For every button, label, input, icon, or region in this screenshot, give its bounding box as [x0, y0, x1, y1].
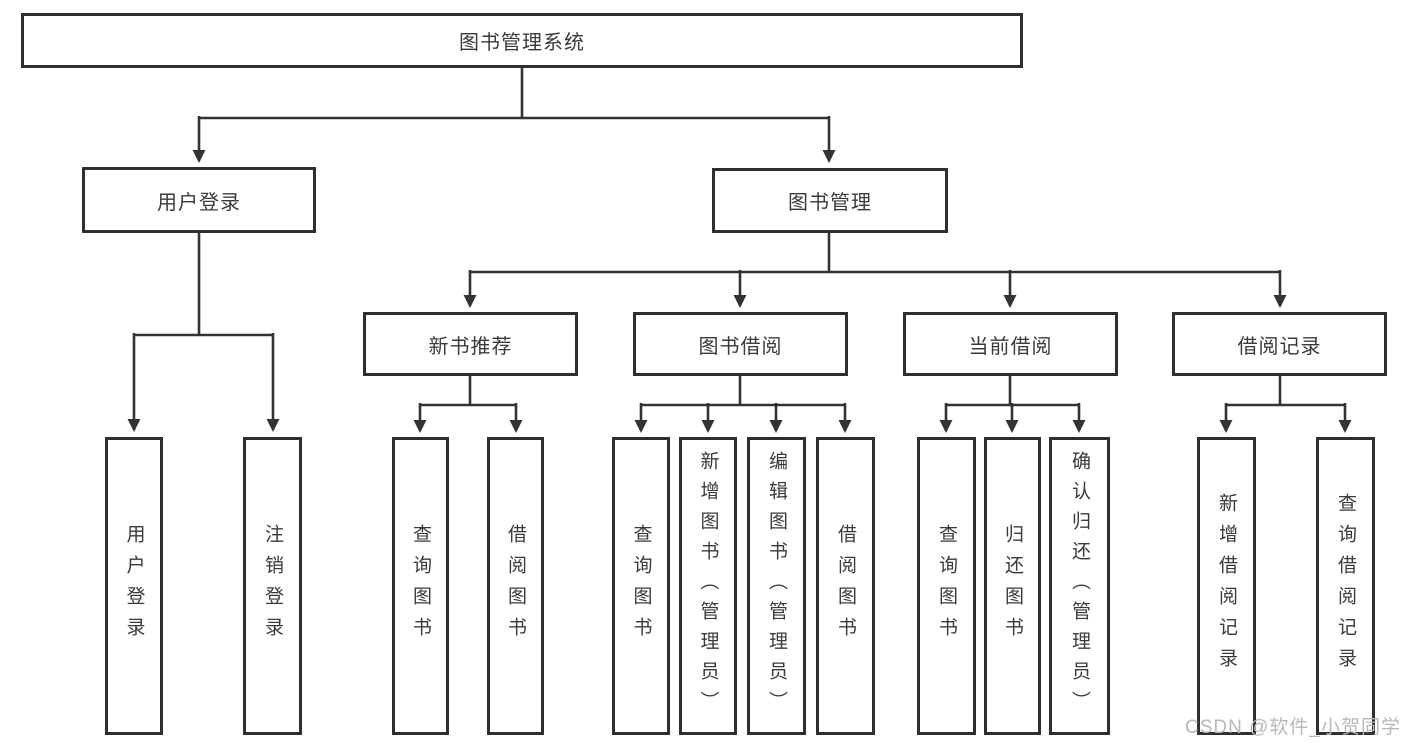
- leaf-return-books-label: 归还图书: [1002, 524, 1023, 648]
- leaf-borrow-books-recommend-label: 借阅图书: [505, 524, 526, 648]
- leaf-query-books-borrow: 查询图书: [612, 437, 670, 735]
- node-user-login: 用户登录: [82, 167, 316, 233]
- watermark: CSDN @软件_小贺同学: [1185, 717, 1401, 738]
- node-book-management: 图书管理: [712, 168, 948, 233]
- leaf-query-borrow-record: 查询借阅记录: [1316, 437, 1375, 735]
- leaf-query-books-recommend-label: 查询图书: [410, 524, 431, 648]
- leaf-user-login: 用户登录: [105, 437, 163, 735]
- leaf-return-books: 归还图书: [984, 437, 1041, 735]
- leaf-add-books-admin-label: 新增图书（管理员）: [697, 451, 719, 721]
- leaf-add-borrow-record: 新增借阅记录: [1197, 437, 1256, 735]
- leaf-logout: 注销登录: [243, 437, 302, 735]
- leaf-user-login-label: 用户登录: [123, 524, 145, 648]
- leaf-add-books-admin: 新增图书（管理员）: [679, 437, 737, 735]
- leaf-query-borrow-record-label: 查询借阅记录: [1335, 493, 1356, 679]
- node-current-borrow-label: 当前借阅: [968, 335, 1053, 358]
- leaf-borrow-books-borrow-label: 借阅图书: [835, 524, 856, 648]
- node-borrow-records: 借阅记录: [1172, 312, 1387, 376]
- leaf-query-books-current-label: 查询图书: [936, 524, 957, 648]
- leaf-query-books-current: 查询图书: [917, 437, 976, 735]
- node-book-borrow-label: 图书借阅: [698, 335, 783, 358]
- leaf-edit-books-admin: 编辑图书（管理员）: [747, 437, 806, 735]
- node-book-management-label: 图书管理: [788, 192, 872, 214]
- node-root-label: 图书管理系统: [459, 32, 585, 54]
- leaf-logout-label: 注销登录: [262, 524, 283, 648]
- node-current-borrow: 当前借阅: [903, 312, 1118, 376]
- leaf-borrow-books-borrow: 借阅图书: [816, 437, 875, 735]
- node-new-book-recommend-label: 新书推荐: [428, 335, 513, 358]
- leaf-confirm-return-admin-label: 确认归还（管理员）: [1069, 451, 1090, 721]
- leaf-query-books-borrow-label: 查询图书: [630, 524, 652, 648]
- node-book-borrow: 图书借阅: [633, 312, 848, 376]
- leaf-query-books-recommend: 查询图书: [392, 437, 449, 735]
- leaf-borrow-books-recommend: 借阅图书: [487, 437, 544, 735]
- node-new-book-recommend: 新书推荐: [363, 312, 578, 376]
- leaf-confirm-return-admin: 确认归还（管理员）: [1049, 437, 1110, 735]
- node-borrow-records-label: 借阅记录: [1237, 335, 1322, 358]
- leaf-edit-books-admin-label: 编辑图书（管理员）: [766, 451, 787, 721]
- node-root: 图书管理系统: [21, 13, 1023, 68]
- leaf-add-borrow-record-label: 新增借阅记录: [1216, 493, 1237, 679]
- node-user-login-label: 用户登录: [157, 191, 241, 214]
